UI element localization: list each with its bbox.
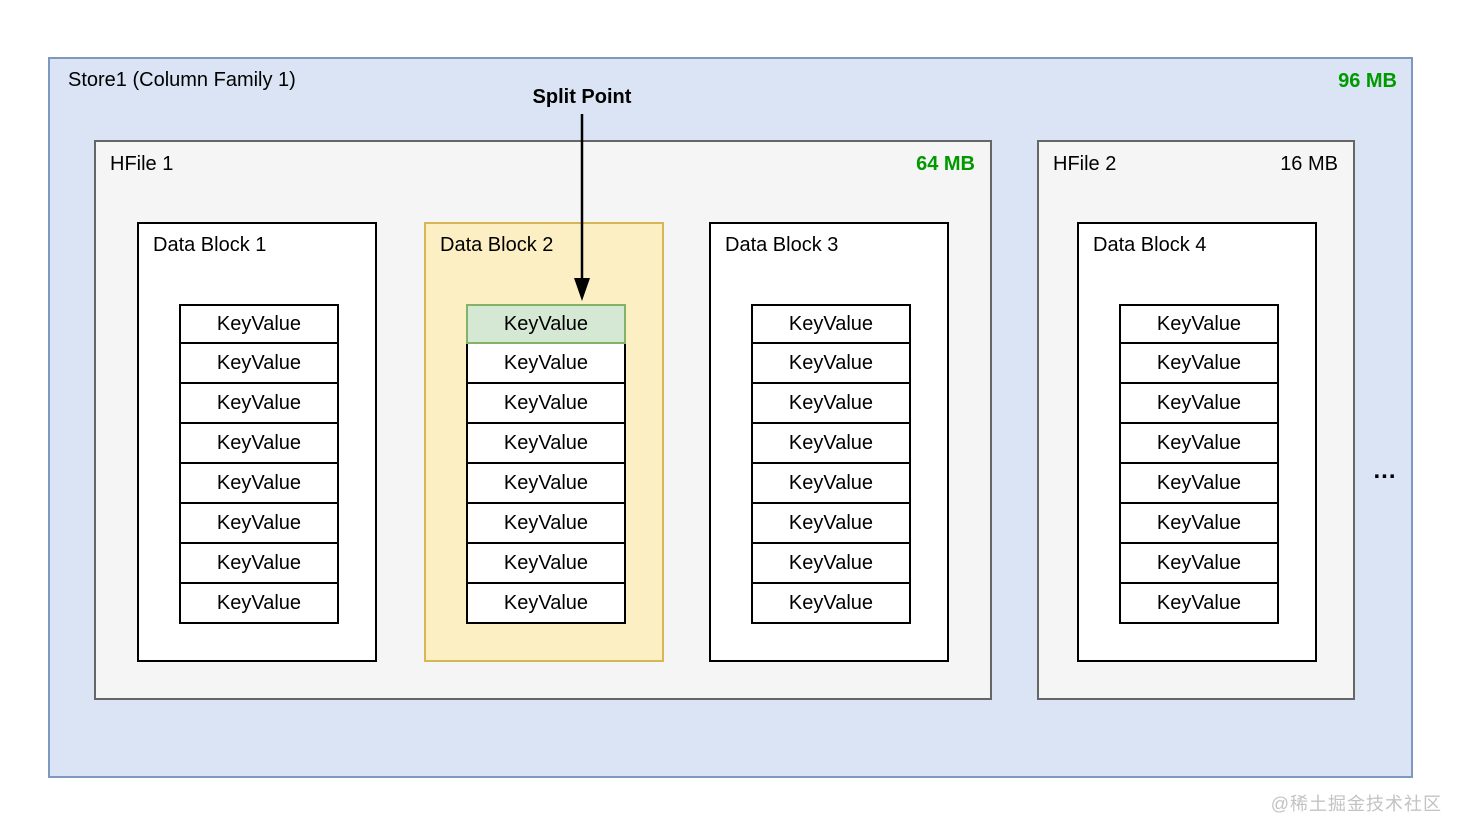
- keyvalue-cell: KeyValue: [466, 422, 626, 464]
- keyvalue-cell-split-point: KeyValue: [466, 304, 626, 344]
- hfile-1-container: HFile 1 64 MB Data Block 1 KeyValue KeyV…: [94, 140, 992, 700]
- split-point-label: Split Point: [532, 86, 632, 108]
- keyvalue-cell: KeyValue: [179, 462, 339, 504]
- data-block-4: Data Block 4 KeyValue KeyValue KeyValue …: [1077, 222, 1317, 662]
- keyvalue-cell: KeyValue: [179, 342, 339, 384]
- keyvalue-cell: KeyValue: [179, 502, 339, 544]
- data-block-2-keyvalue-list: KeyValue KeyValue KeyValue KeyValue KeyV…: [466, 304, 626, 624]
- data-block-1-keyvalue-list: KeyValue KeyValue KeyValue KeyValue KeyV…: [179, 304, 339, 624]
- store-container: Store1 (Column Family 1) 96 MB Split Poi…: [48, 57, 1413, 778]
- data-block-1-label: Data Block 1: [153, 234, 267, 256]
- hfile-2-label: HFile 2: [1053, 153, 1117, 175]
- keyvalue-cell: KeyValue: [179, 304, 339, 344]
- keyvalue-cell: KeyValue: [179, 382, 339, 424]
- store-title: Store1 (Column Family 1): [68, 69, 296, 91]
- keyvalue-cell: KeyValue: [1119, 422, 1279, 464]
- keyvalue-cell: KeyValue: [1119, 342, 1279, 384]
- data-block-4-keyvalue-list: KeyValue KeyValue KeyValue KeyValue KeyV…: [1119, 304, 1279, 624]
- keyvalue-cell: KeyValue: [466, 502, 626, 544]
- store-size-label: 96 MB: [1338, 70, 1397, 92]
- watermark-text: @稀土掘金技术社区: [1270, 794, 1442, 814]
- keyvalue-cell: KeyValue: [179, 542, 339, 584]
- keyvalue-cell: KeyValue: [751, 342, 911, 384]
- keyvalue-cell: KeyValue: [1119, 304, 1279, 344]
- hfile-1-size: 64 MB: [916, 153, 975, 175]
- data-block-4-label: Data Block 4: [1093, 234, 1207, 256]
- hfile-1-label: HFile 1: [110, 153, 174, 175]
- keyvalue-cell: KeyValue: [466, 382, 626, 424]
- keyvalue-cell: KeyValue: [179, 582, 339, 624]
- data-block-3-keyvalue-list: KeyValue KeyValue KeyValue KeyValue KeyV…: [751, 304, 911, 624]
- data-block-2-label: Data Block 2: [440, 234, 554, 256]
- keyvalue-cell: KeyValue: [1119, 462, 1279, 504]
- data-block-3-label: Data Block 3: [725, 234, 839, 256]
- more-blocks-ellipsis: ...: [1373, 457, 1397, 484]
- split-point-arrow-icon: [574, 114, 590, 301]
- hfile-2-container: HFile 2 16 MB Data Block 4 KeyValue KeyV…: [1037, 140, 1355, 700]
- keyvalue-cell: KeyValue: [179, 422, 339, 464]
- keyvalue-cell: KeyValue: [466, 462, 626, 504]
- keyvalue-cell: KeyValue: [751, 304, 911, 344]
- data-block-2-highlighted: Data Block 2 KeyValue KeyValue KeyValue …: [424, 222, 664, 662]
- keyvalue-cell: KeyValue: [751, 382, 911, 424]
- keyvalue-cell: KeyValue: [1119, 542, 1279, 584]
- keyvalue-cell: KeyValue: [751, 462, 911, 504]
- keyvalue-cell: KeyValue: [1119, 502, 1279, 544]
- keyvalue-cell: KeyValue: [466, 342, 626, 384]
- keyvalue-cell: KeyValue: [1119, 582, 1279, 624]
- keyvalue-cell: KeyValue: [751, 422, 911, 464]
- keyvalue-cell: KeyValue: [1119, 382, 1279, 424]
- keyvalue-cell: KeyValue: [466, 542, 626, 584]
- hfile-2-size: 16 MB: [1280, 153, 1338, 175]
- keyvalue-cell: KeyValue: [466, 582, 626, 624]
- keyvalue-cell: KeyValue: [751, 542, 911, 584]
- keyvalue-cell: KeyValue: [751, 502, 911, 544]
- keyvalue-cell: KeyValue: [751, 582, 911, 624]
- data-block-1: Data Block 1 KeyValue KeyValue KeyValue …: [137, 222, 377, 662]
- data-block-3: Data Block 3 KeyValue KeyValue KeyValue …: [709, 222, 949, 662]
